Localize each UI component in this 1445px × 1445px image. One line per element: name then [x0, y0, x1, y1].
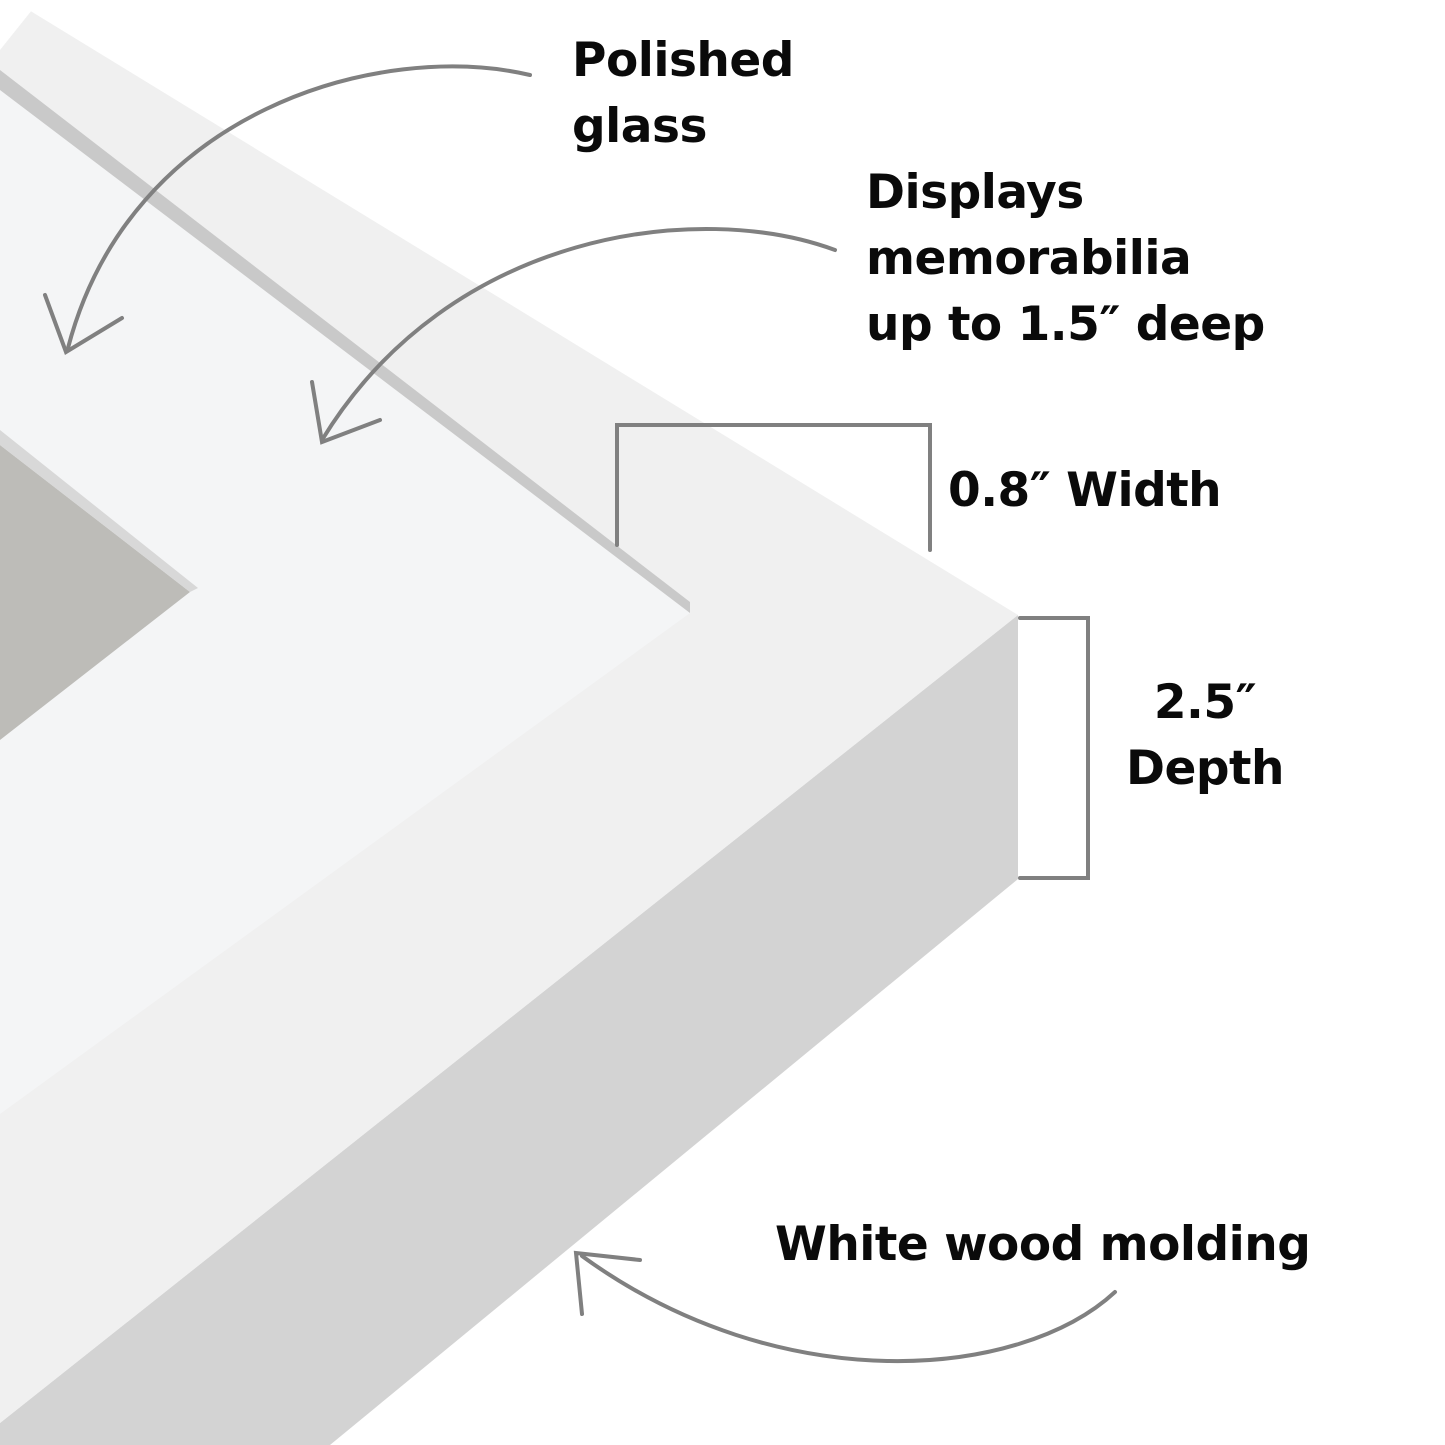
- memorabilia-arrow: [320, 226, 837, 442]
- photo-bevel: [0, 430, 198, 592]
- memorabilia-callout: Displays memorabilia up to 1.5″ deep: [866, 160, 1265, 358]
- frame-side: [0, 615, 1018, 1445]
- photo-area: [0, 445, 190, 740]
- glass-callout: Polished glass: [572, 28, 794, 160]
- depth-callout-line1: 2.5″: [1153, 675, 1257, 730]
- molding-arrow: [580, 1254, 1117, 1364]
- memorabilia-callout-line1: Displays: [866, 165, 1084, 220]
- glass-callout-line2: glass: [572, 99, 707, 154]
- molding-callout: White wood molding: [775, 1217, 1311, 1272]
- mat-area: [0, 90, 690, 1114]
- memorabilia-arrowhead-icon: [310, 380, 382, 445]
- width-callout: 0.8″ Width: [948, 463, 1222, 518]
- glass-edge-top: [0, 0, 40, 50]
- memorabilia-callout-line3: up to 1.5″ deep: [866, 297, 1265, 352]
- depth-callout-line2: Depth: [1126, 741, 1284, 796]
- width-bracket: [615, 423, 932, 552]
- glass-callout-line1: Polished: [572, 33, 794, 88]
- glass-edge: [0, 70, 690, 613]
- depth-callout: 2.5″ Depth: [1110, 670, 1300, 802]
- glass-arrowhead-icon: [43, 293, 124, 355]
- molding-arrowhead-icon: [573, 1250, 642, 1316]
- glass-arrow: [66, 64, 532, 350]
- depth-bracket: [1018, 616, 1090, 880]
- memorabilia-callout-line2: memorabilia: [866, 231, 1192, 286]
